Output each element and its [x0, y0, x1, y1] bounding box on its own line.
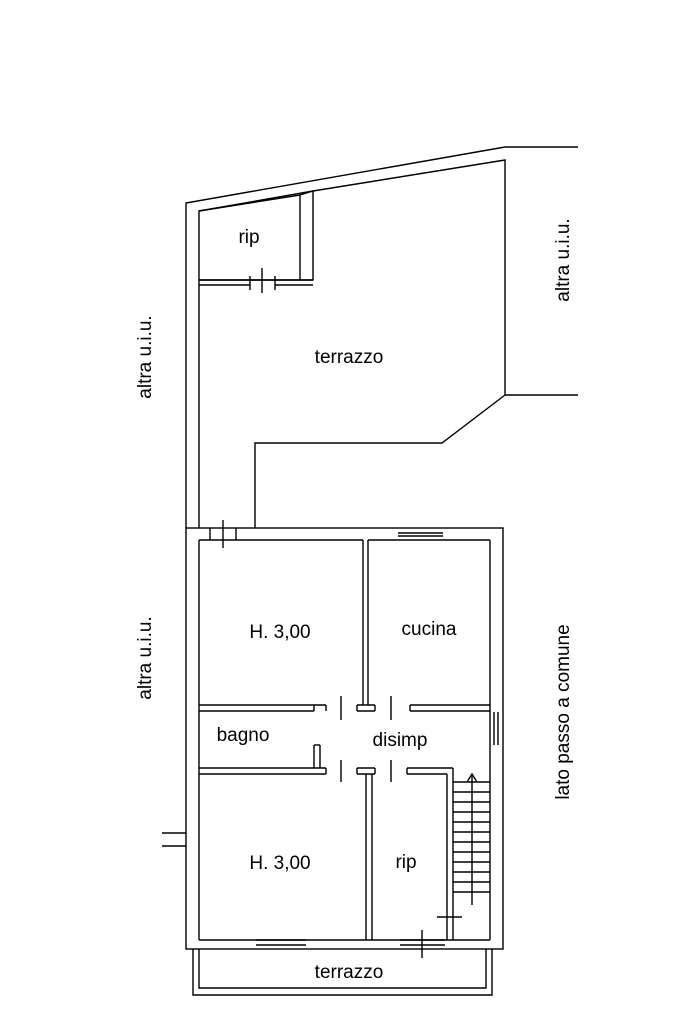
label-cucina: cucina	[402, 619, 457, 640]
label-altra-uiu-right-top: altra u.i.u.	[553, 218, 574, 301]
label-room-h2: H. 3,00	[249, 853, 310, 874]
label-altra-uiu-left-top: altra u.i.u.	[135, 315, 156, 398]
label-disimp: disimp	[373, 730, 428, 751]
label-terrazzo-bottom: terrazzo	[315, 962, 384, 983]
label-altra-uiu-left-bottom: altra u.i.u.	[135, 616, 156, 699]
label-rip-bottom: rip	[395, 852, 416, 873]
label-room-h1: H. 3,00	[249, 622, 310, 643]
staircase	[453, 772, 490, 905]
apartment-outer-walls	[162, 520, 504, 950]
interior-walls	[199, 540, 490, 958]
bottom-terrace-walls	[192, 949, 493, 996]
upper-terrace-walls	[185, 146, 578, 528]
label-rip-top: rip	[238, 227, 259, 248]
label-bagno: bagno	[217, 725, 270, 746]
label-terrazzo-top: terrazzo	[315, 347, 384, 368]
label-lato-passo: lato passo a comune	[553, 624, 574, 799]
